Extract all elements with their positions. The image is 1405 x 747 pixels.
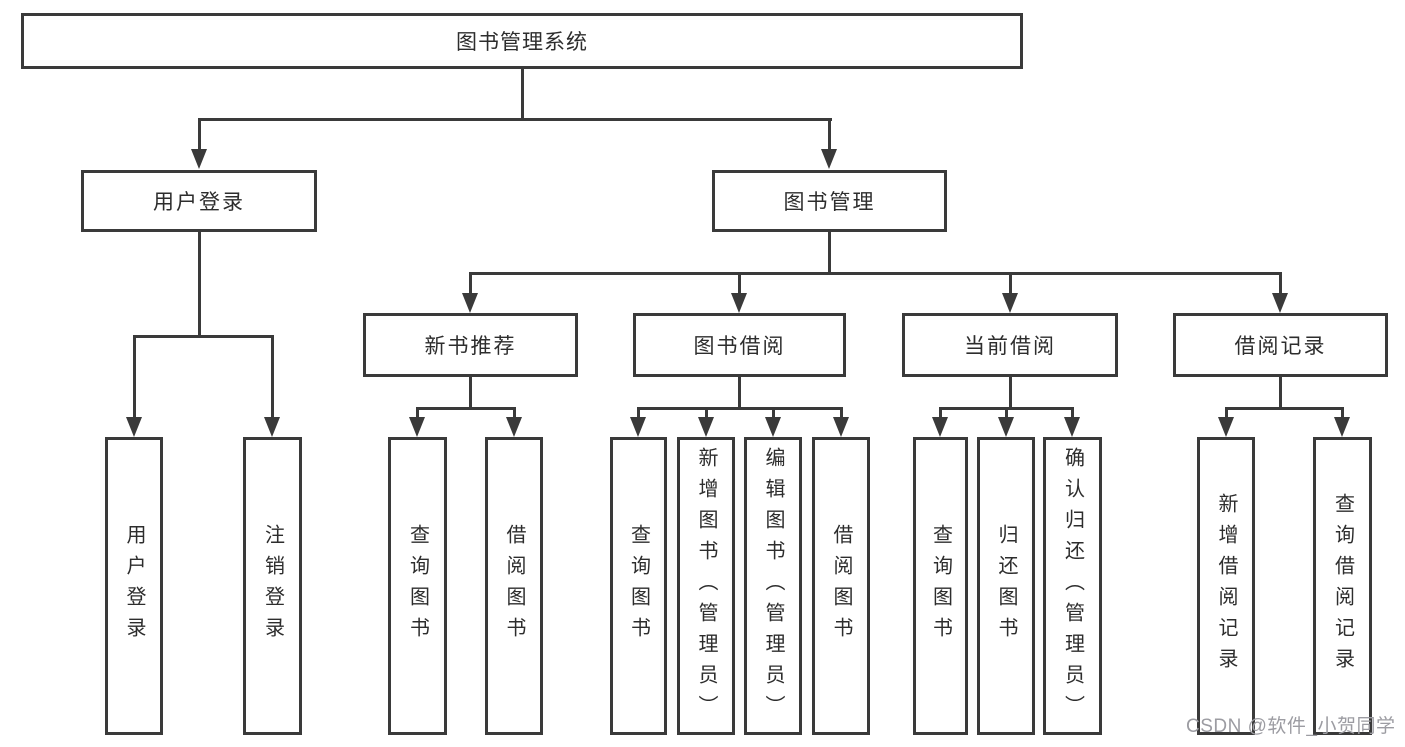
- connector-line: [132, 335, 136, 419]
- node-borrow-records-label: 借阅记录: [1234, 335, 1327, 358]
- leaf-add-borrow-record-label: 新增借阅记录: [1215, 493, 1237, 679]
- arrow-down-icon: [1064, 417, 1080, 437]
- arrow-down-icon: [462, 293, 478, 313]
- node-current-borrow: 当前借阅: [902, 313, 1118, 377]
- connector-line: [938, 407, 942, 419]
- arrow-down-icon: [1002, 293, 1018, 313]
- connector-line: [1279, 272, 1282, 295]
- leaf-query-books-current: 查询图书: [913, 437, 968, 735]
- node-root-label: 图书管理系统: [456, 31, 588, 54]
- node-book-management-label: 图书管理: [783, 191, 876, 214]
- leaf-add-books-admin-label: 新增图书（管理员）: [695, 446, 717, 726]
- leaf-return-books: 归还图书: [977, 437, 1035, 735]
- connector-line: [839, 407, 843, 419]
- leaf-borrow-books-label: 借阅图书: [830, 524, 852, 648]
- connector-line: [1070, 407, 1074, 419]
- connector-line: [704, 407, 708, 419]
- connector-line: [636, 407, 843, 410]
- node-user-login: 用户登录: [81, 170, 317, 232]
- arrow-down-icon: [1272, 293, 1288, 313]
- arrow-down-icon: [1218, 417, 1234, 437]
- arrow-down-icon: [409, 417, 425, 437]
- leaf-logout: 注销登录: [243, 437, 302, 735]
- leaf-query-borrow-record: 查询借阅记录: [1313, 437, 1372, 735]
- leaf-query-books-recommend: 查询图书: [388, 437, 447, 735]
- leaf-query-books-current-label: 查询图书: [929, 524, 952, 648]
- leaf-user-login-label: 用户登录: [123, 524, 145, 648]
- connector-line: [197, 118, 832, 121]
- arrow-down-icon: [821, 149, 837, 169]
- leaf-logout-label: 注销登录: [261, 524, 284, 648]
- leaf-borrow-books-recommend-label: 借阅图书: [503, 524, 525, 648]
- arrow-down-icon: [1334, 417, 1350, 437]
- connector-line: [468, 272, 472, 295]
- leaf-return-books-label: 归还图书: [995, 524, 1017, 648]
- connector-line: [520, 69, 524, 118]
- connector-line: [738, 377, 741, 407]
- node-current-borrow-label: 当前借阅: [964, 335, 1056, 358]
- node-book-borrow-label: 图书借阅: [693, 335, 786, 358]
- connector-line: [1008, 272, 1012, 295]
- node-book-borrow: 图书借阅: [633, 313, 846, 377]
- arrow-down-icon: [932, 417, 948, 437]
- connector-line: [738, 272, 741, 295]
- leaf-edit-books-admin: 编辑图书（管理员）: [744, 437, 802, 735]
- leaf-add-borrow-record: 新增借阅记录: [1197, 437, 1255, 735]
- node-book-management: 图书管理: [712, 170, 947, 232]
- leaf-edit-books-admin-label: 编辑图书（管理员）: [762, 446, 784, 726]
- connector-line: [512, 407, 516, 419]
- leaf-confirm-return-admin-label: 确认归还（管理员）: [1061, 446, 1084, 726]
- node-root: 图书管理系统: [21, 13, 1023, 69]
- node-borrow-records: 借阅记录: [1173, 313, 1388, 377]
- connector-line: [828, 232, 831, 272]
- connector-line: [1008, 377, 1012, 407]
- node-new-book-recommend: 新书推荐: [363, 313, 578, 377]
- connector-line: [1004, 407, 1008, 419]
- arrow-down-icon: [833, 417, 849, 437]
- leaf-query-books-recommend-label: 查询图书: [406, 524, 429, 648]
- connector-line: [1279, 377, 1282, 407]
- arrow-down-icon: [765, 417, 781, 437]
- connector-line: [132, 335, 274, 338]
- leaf-user-login: 用户登录: [105, 437, 163, 735]
- leaf-query-borrow-record-label: 查询借阅记录: [1331, 493, 1354, 679]
- arrow-down-icon: [630, 417, 646, 437]
- arrow-down-icon: [731, 293, 747, 313]
- connector-line: [415, 407, 419, 419]
- connector-line: [270, 335, 274, 419]
- leaf-confirm-return-admin: 确认归还（管理员）: [1043, 437, 1102, 735]
- connector-line: [415, 407, 516, 410]
- connector-line: [197, 118, 201, 151]
- leaf-query-books-borrow: 查询图书: [610, 437, 667, 735]
- arrow-down-icon: [506, 417, 522, 437]
- leaf-borrow-books: 借阅图书: [812, 437, 870, 735]
- connector-line: [468, 272, 1282, 275]
- node-new-book-recommend-label: 新书推荐: [424, 335, 517, 358]
- connector-line: [197, 232, 201, 335]
- leaf-query-books-borrow-label: 查询图书: [627, 524, 650, 648]
- connector-line: [1340, 407, 1344, 419]
- arrow-down-icon: [126, 417, 142, 437]
- csdn-watermark: CSDN @软件_小贺同学: [1186, 716, 1396, 737]
- arrow-down-icon: [998, 417, 1014, 437]
- node-user-login-label: 用户登录: [153, 191, 245, 214]
- connector-line: [636, 407, 640, 419]
- arrow-down-icon: [264, 417, 280, 437]
- connector-line: [1224, 407, 1228, 419]
- arrow-down-icon: [698, 417, 714, 437]
- connector-line: [468, 377, 472, 407]
- leaf-add-books-admin: 新增图书（管理员）: [677, 437, 735, 735]
- connector-line: [828, 118, 831, 151]
- arrow-down-icon: [191, 149, 207, 169]
- connector-line: [1224, 407, 1344, 410]
- leaf-borrow-books-recommend: 借阅图书: [485, 437, 543, 735]
- connector-line: [771, 407, 775, 419]
